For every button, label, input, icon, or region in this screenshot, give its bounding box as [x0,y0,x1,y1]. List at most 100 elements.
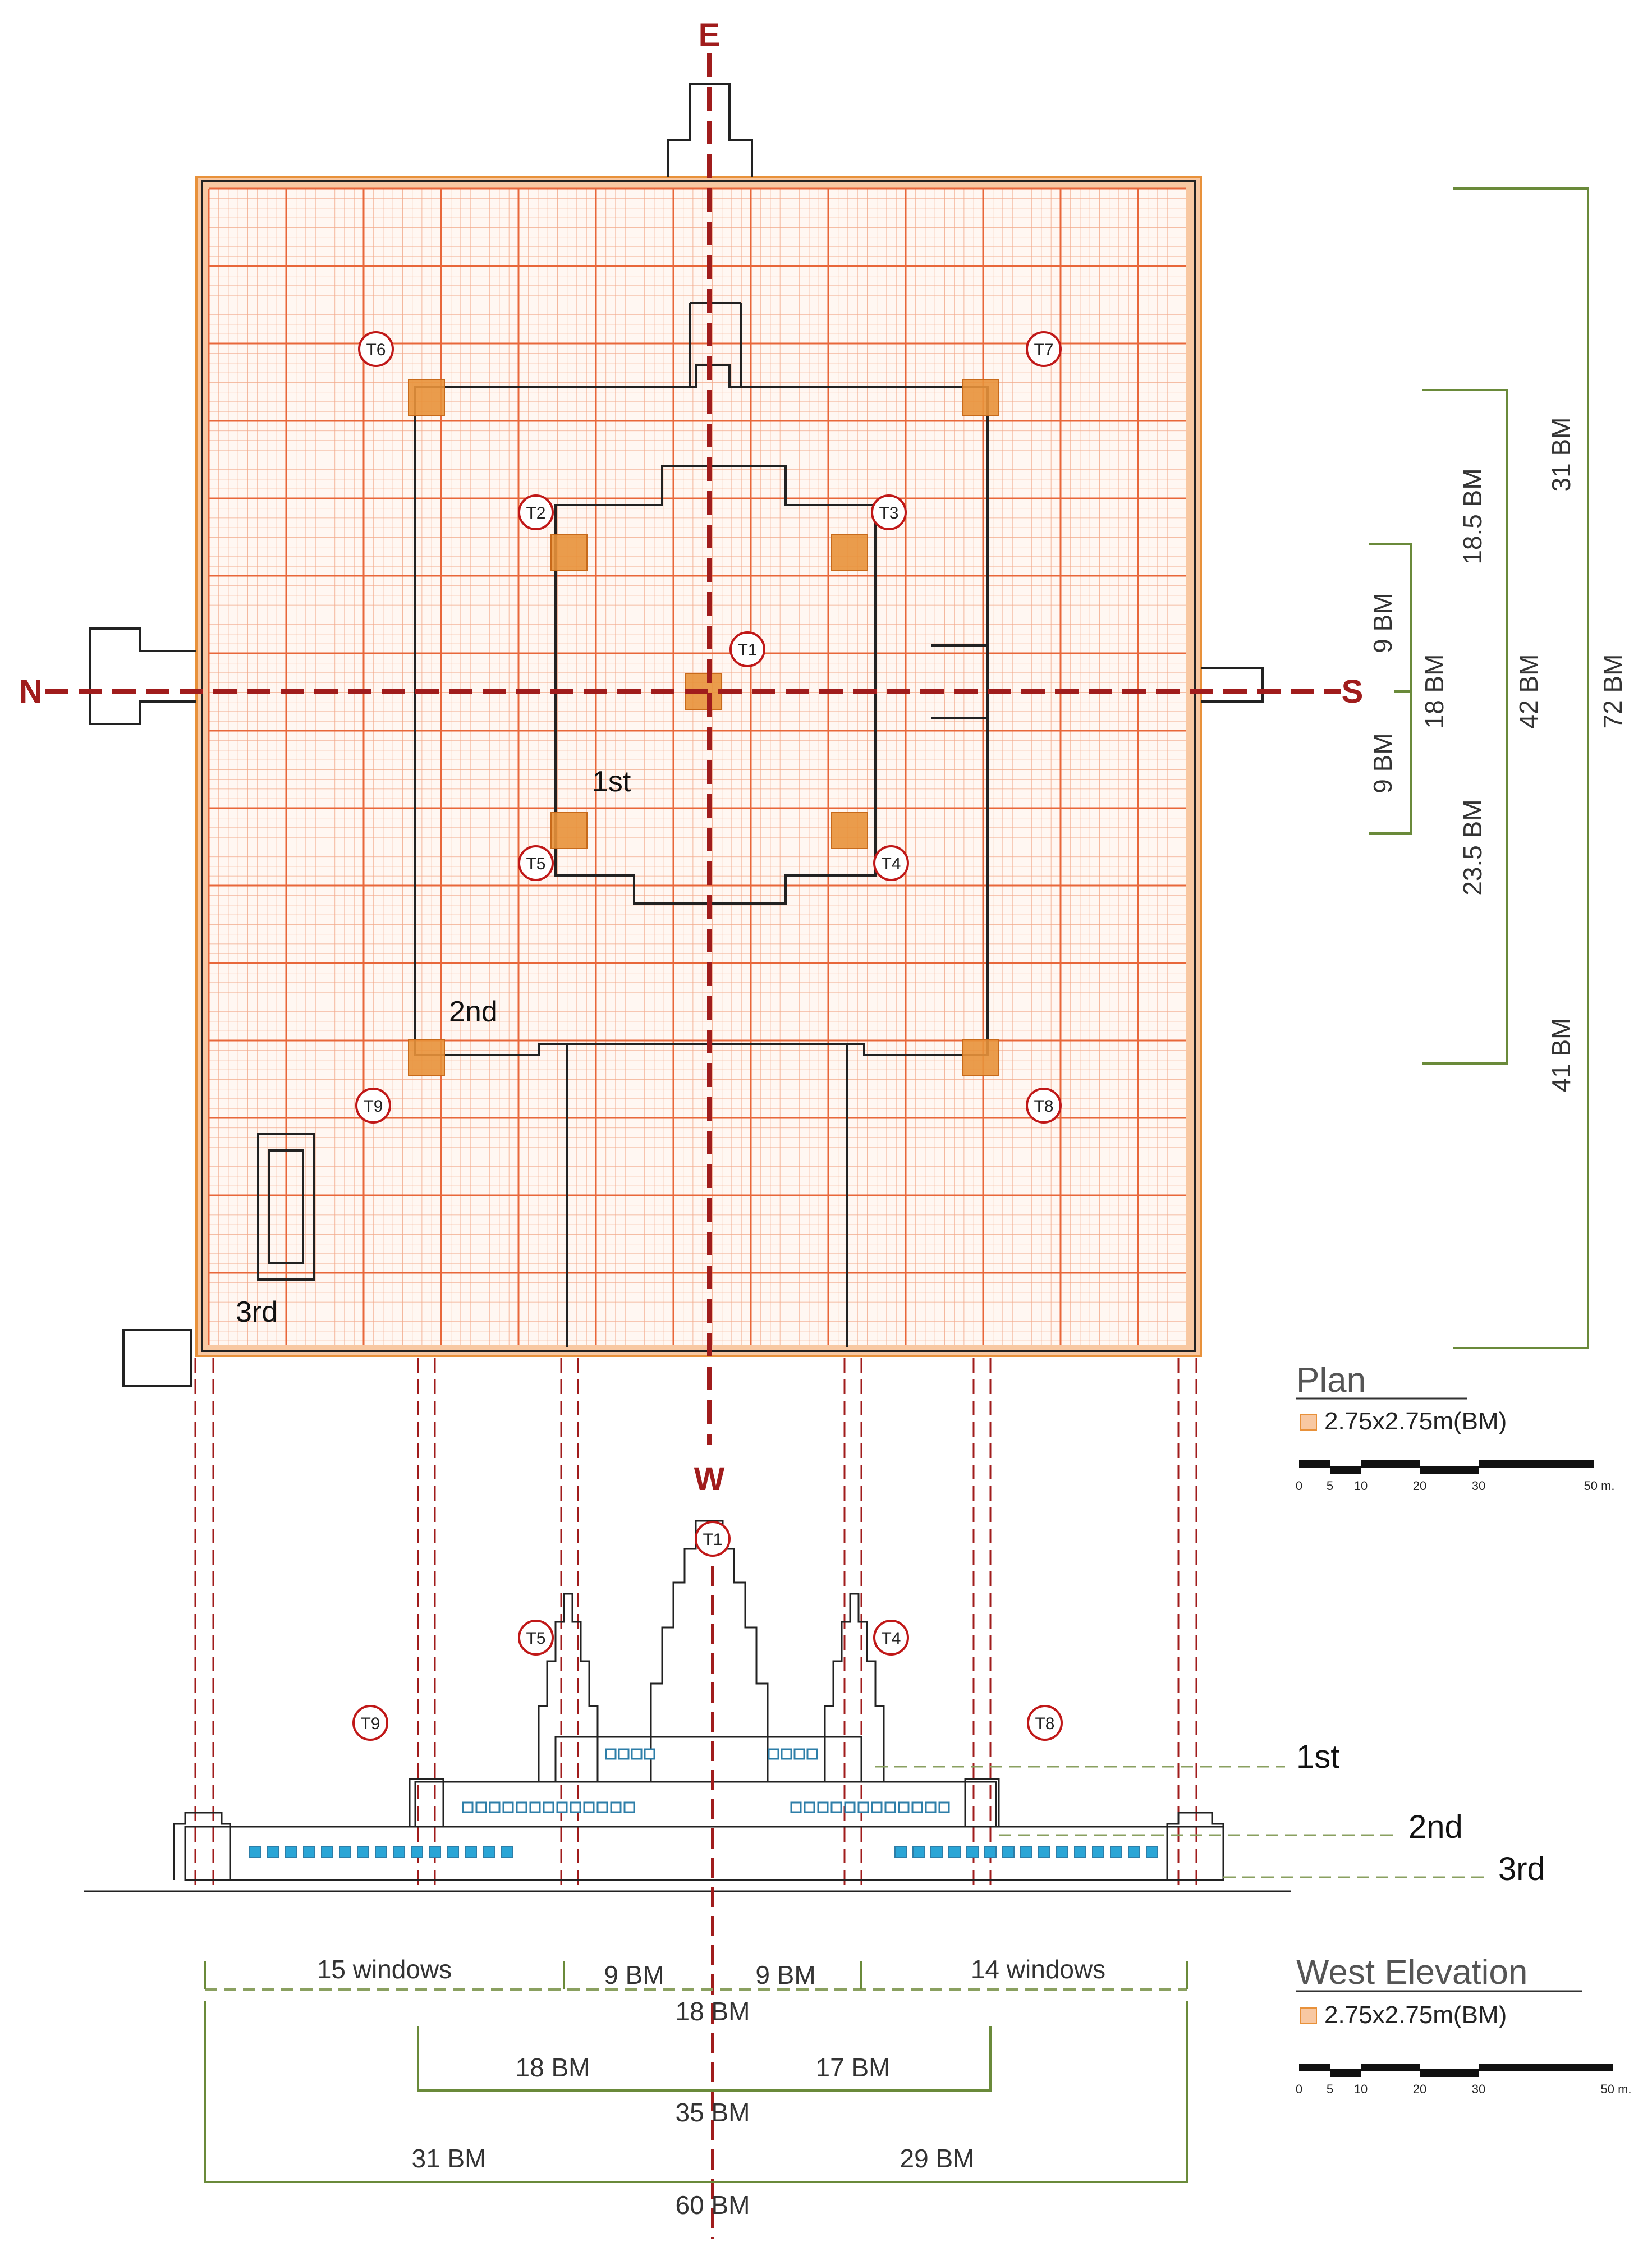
gallery-window [857,1801,869,1813]
tower-label-t3-text: T3 [879,504,898,522]
plan-scale-bar [1299,1460,1594,1474]
gallery-window [501,1846,513,1858]
dim-17bm-right: 17 BM [816,2053,891,2082]
gallery-window [884,1801,896,1813]
gallery-window [321,1846,333,1858]
compass-west-label: W [694,1461,725,1497]
gallery-window [339,1846,351,1858]
gallery-window [768,1748,779,1760]
elevation-legend-title: West Elevation [1296,1953,1527,1992]
gallery-window [984,1846,997,1858]
tower-square-t6 [408,379,445,416]
tower-square-t7 [962,379,999,416]
gallery-window [817,1801,829,1813]
gallery-window [357,1846,369,1858]
elev-level-1st-label: 1st [1296,1739,1339,1775]
plan-dimension-labels: 9 BM 9 BM 18 BM 18.5 BM 23.5 BM 42 BM 31… [1368,418,1627,1093]
gallery-window [610,1801,622,1813]
gallery-window [543,1801,554,1813]
gallery-window [489,1801,501,1813]
tower-label-t2-text: T2 [526,504,545,522]
west-inner-passage [566,1044,848,1347]
gallery-window [618,1748,630,1760]
elev-scale-tick-10: 10 [1354,2082,1368,2096]
plan-scale-tick-30: 30 [1472,1479,1485,1493]
tower-label-t4: T4 [873,845,909,881]
compass-north-label: N [19,673,43,710]
outer-tower-left [173,1812,231,1880]
plan-legend: Plan 2.75x2.75m(BM) 0 5 10 20 30 50 m. [1296,1361,1615,1493]
plan-scale-tick-0: 0 [1296,1479,1302,1493]
elev-tower-label-t8: T8 [1027,1705,1063,1741]
gallery-window [303,1846,315,1858]
tower-label-t7-text: T7 [1034,341,1053,359]
elev-tower-label-t9-text: T9 [360,1714,380,1733]
tower-square-t3 [831,534,868,571]
gallery-window [790,1801,802,1813]
elevation-legend-swatch [1300,2007,1317,2024]
compass-east-label: E [699,17,721,53]
plan-level-1st-label: 1st [592,765,631,798]
dim-middle-18-5bm: 18.5 BM [1458,468,1487,564]
tower-label-t5-text: T5 [526,855,545,873]
gallery-window [1074,1846,1086,1858]
gallery-window [475,1801,487,1813]
gallery-window [631,1748,643,1760]
tower-t1-silhouette [650,1520,769,1782]
tower-label-t4-text: T4 [881,855,901,873]
plan-legend-title: Plan [1296,1361,1366,1400]
gallery-window [516,1801,527,1813]
dim-middle-42bm: 42 BM [1514,654,1543,729]
gallery-window [938,1801,950,1813]
gallery-window [502,1801,514,1813]
plan-level-3rd-label: 3rd [236,1296,278,1328]
corner-tower-t9 [409,1778,444,1827]
gallery-window [267,1846,279,1858]
elev-tower-label-t8-text: T8 [1035,1714,1054,1733]
east-inner-passage [689,302,742,387]
plan-scale-ticks: 0 5 10 20 30 50 m. [1296,1479,1615,1493]
gallery-window [570,1801,581,1813]
gallery-window [605,1748,617,1760]
elevation-legend: West Elevation 2.75x2.75m(BM) 0 5 10 20 … [1296,1953,1632,2096]
gallery-window [285,1846,297,1858]
tower-label-t1: T1 [729,631,765,667]
north-entrance-outline [89,627,196,725]
gallery-window [556,1801,568,1813]
gallery-window [830,1801,842,1813]
elev-scale-tick-50: 50 m. [1600,2082,1631,2096]
tower-square-t8 [962,1039,999,1076]
gallery-window [844,1801,856,1813]
elev-tower-label-t4: T4 [873,1620,909,1656]
plan-towers [408,379,999,1076]
gallery-window [871,1801,883,1813]
tower-t5-silhouette [538,1593,599,1782]
gallery-window [781,1748,792,1760]
compass-south-label: S [1342,673,1364,710]
library-outline [257,1133,315,1281]
tower-t4-silhouette [824,1593,885,1782]
tower-square-t2 [550,534,588,571]
gallery-window [1020,1846,1032,1858]
tower-label-t2: T2 [518,494,554,530]
elevation-scale-bar [1299,2064,1613,2077]
dim-35bm-total: 35 BM [676,2098,750,2127]
dim-south-9bm-a: 9 BM [1368,593,1397,653]
gallery-window [806,1748,818,1760]
gallery-window [596,1801,608,1813]
elev-scale-tick-30: 30 [1472,2082,1485,2096]
dim-18bm-left: 18 BM [516,2053,590,2082]
elev-tower-label-t5-text: T5 [526,1629,545,1648]
elevation-legend-swatch-label: 2.75x2.75m(BM) [1324,2001,1507,2029]
east-entrance-outline [667,83,753,177]
tower-label-t6-text: T6 [366,341,386,359]
third-gallery-windows [249,1846,1158,1858]
dim-14-windows: 14 windows [971,1955,1105,1984]
gallery-window [465,1846,477,1858]
gallery-window [925,1801,937,1813]
projection-lines [194,1358,1197,1886]
plan-legend-swatch [1300,1414,1317,1431]
tower-label-t5: T5 [518,845,554,881]
gallery-window [912,1846,925,1858]
